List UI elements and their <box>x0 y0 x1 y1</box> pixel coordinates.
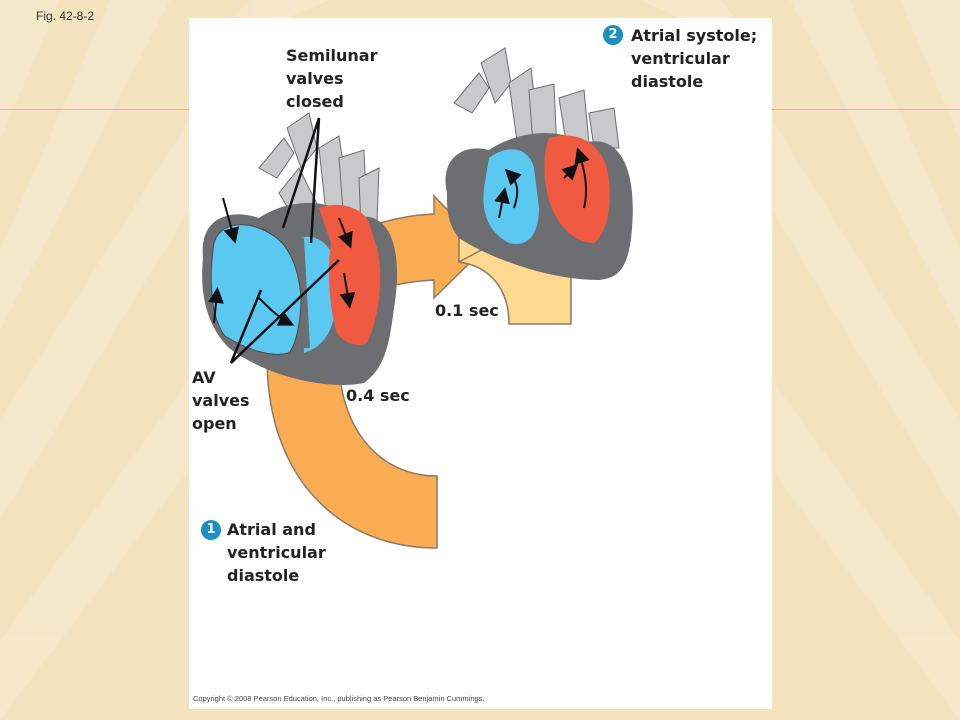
figure-label: Fig. 42-8-2 <box>36 9 95 23</box>
copyright-notice: Copyright © 2008 Pearson Education, Inc.… <box>193 694 485 703</box>
step-2-badge: 2 <box>603 25 623 45</box>
leader-lines <box>229 117 340 364</box>
step-1-label: Atrial and ventricular diastole <box>227 520 326 585</box>
heart-atrial-systole <box>445 47 633 280</box>
time-0-4-sec-label: 0.4 sec <box>346 386 410 405</box>
av-valves-label: AV valves open <box>192 368 250 433</box>
time-0-1-sec-label: 0.1 sec <box>435 301 499 320</box>
step-1-badge: 1 <box>201 520 221 540</box>
semilunar-valves-label: Semilunar valves closed <box>286 46 378 111</box>
figure-panel: Semilunar valves closed AV valves open 0… <box>189 18 772 709</box>
cardiac-cycle-diagram <box>202 47 633 549</box>
heart-diastole <box>202 112 398 385</box>
step-2-label: Atrial systole; ventricular diastole <box>631 26 758 91</box>
